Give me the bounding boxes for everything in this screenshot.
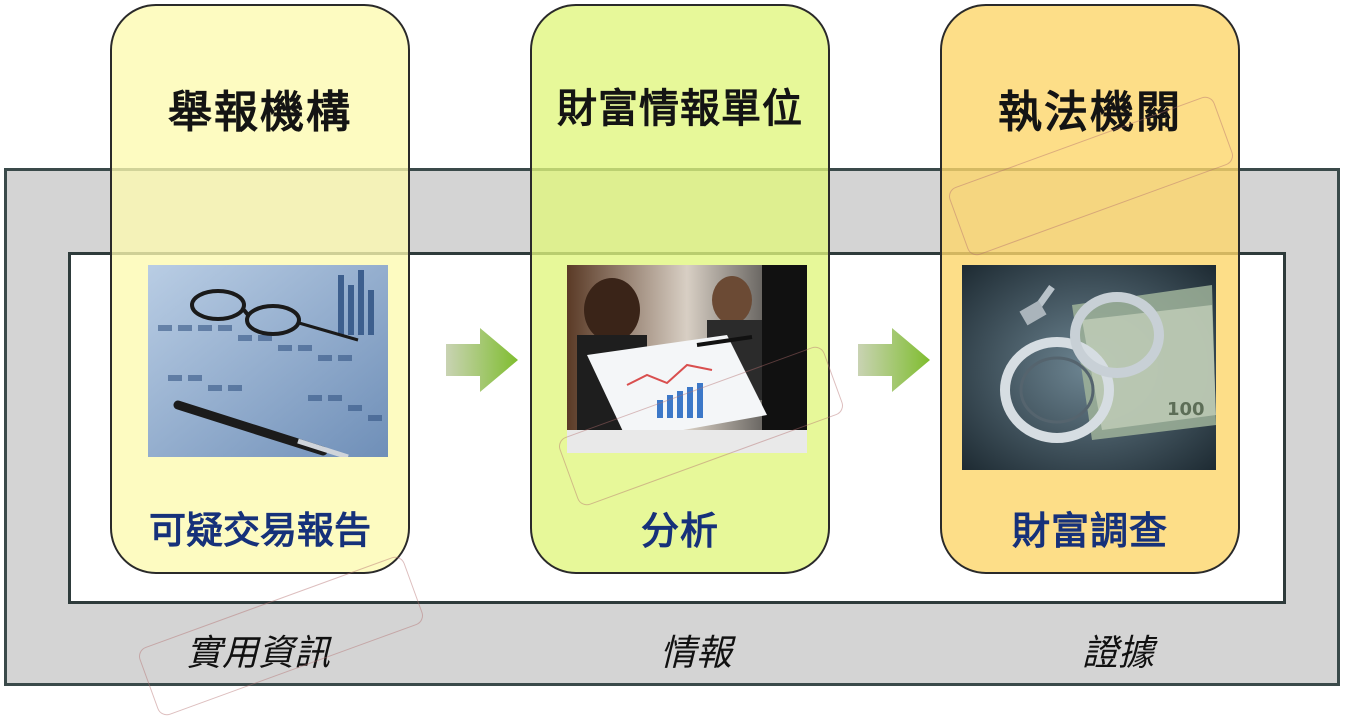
column-caption: 分析 <box>640 509 719 553</box>
column-title: 財富情報單位 <box>557 86 803 132</box>
band-label-useful-information: 實用資訊 <box>186 633 331 674</box>
svg-text:100: 100 <box>1167 399 1205 420</box>
documents-glasses-pen-photo <box>148 265 388 457</box>
column-title: 舉報機構 <box>168 87 352 138</box>
band-label-evidence: 證據 <box>1082 633 1155 674</box>
right-arrow-icon <box>858 328 930 392</box>
handcuffs-on-money-photo: 100 <box>962 265 1216 470</box>
column-title: 執法機關 <box>998 87 1182 138</box>
right-arrow-icon <box>446 328 518 392</box>
band-label-intelligence: 情報 <box>660 633 733 674</box>
business-meeting-charts-photo <box>567 265 807 453</box>
column-caption: 可疑交易報告 <box>149 509 371 552</box>
column-caption: 財富調查 <box>1011 509 1168 553</box>
